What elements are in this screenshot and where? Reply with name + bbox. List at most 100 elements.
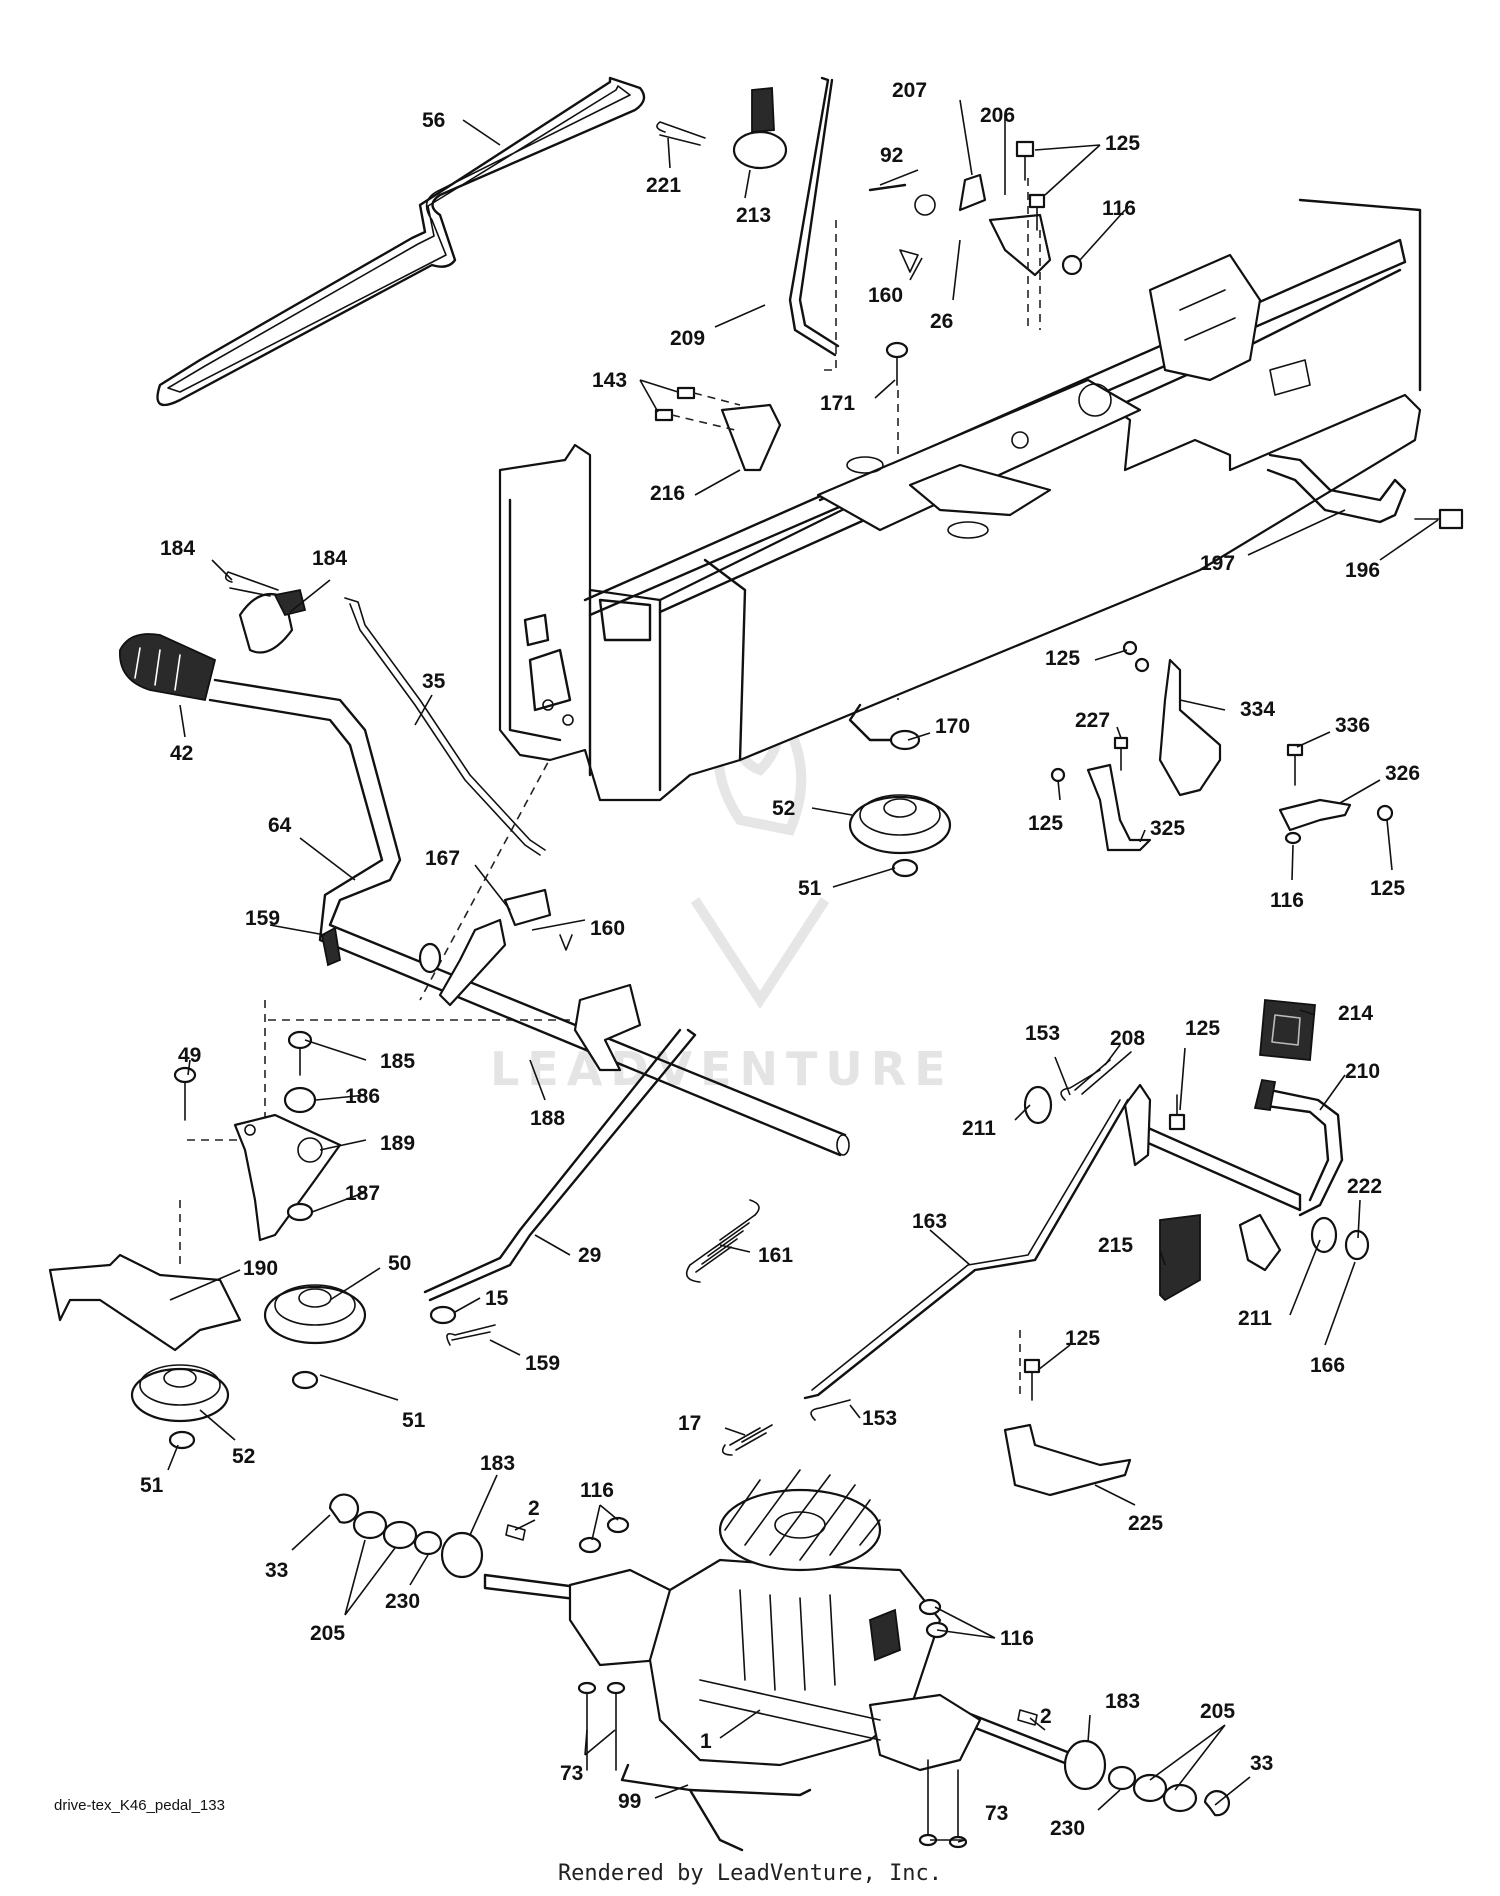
label-207: 207 <box>892 79 927 102</box>
hairpin-clip-221-left <box>224 571 279 597</box>
lift-rod-209 <box>788 76 840 357</box>
label-210: 210 <box>1345 1060 1380 1083</box>
label-170: 170 <box>935 715 970 738</box>
pedal-arm-210 <box>1253 1078 1344 1217</box>
label-167: 167 <box>425 847 460 870</box>
label-216: 216 <box>650 482 685 505</box>
label-166: 166 <box>1310 1354 1345 1377</box>
label-227: 227 <box>1075 709 1110 732</box>
label-116-top: 116 <box>1102 197 1136 220</box>
clutch-rod-163 <box>803 1098 1130 1400</box>
label-50: 50 <box>388 1252 411 1275</box>
label-125-lower: 125 <box>1065 1327 1100 1350</box>
pivot-bracket-189 <box>173 1030 342 1242</box>
knob-184 <box>238 588 307 654</box>
label-206: 206 <box>980 104 1015 127</box>
pedal-pad-214 <box>1259 999 1316 1061</box>
label-29: 29 <box>578 1244 601 1267</box>
part-labels: 56 221 213 207 92 206 125 116 160 26 209… <box>140 79 1420 1840</box>
bolt-125-pedal <box>1168 1094 1186 1131</box>
drive-belt <box>156 76 646 407</box>
label-153-lower: 153 <box>862 1407 897 1430</box>
label-35: 35 <box>422 670 446 693</box>
label-125-right: 125 <box>1045 647 1080 670</box>
label-73-left: 73 <box>560 1762 583 1785</box>
label-116-lower-right: 116 <box>1000 1627 1034 1650</box>
lever-parts-167 <box>328 888 642 1072</box>
label-159-lower: 159 <box>525 1352 560 1375</box>
label-221-top: 221 <box>646 174 681 197</box>
label-73-right: 73 <box>985 1802 1008 1825</box>
label-56: 56 <box>422 109 445 132</box>
label-125-mid: 125 <box>1028 812 1063 835</box>
label-205-left: 205 <box>310 1622 345 1645</box>
clip-153 <box>810 1069 1101 1421</box>
spring-161 <box>685 1199 760 1283</box>
bolt-196 <box>1414 508 1464 530</box>
label-116-lower-left: 116 <box>580 1479 614 1502</box>
idler-pulley-52-left <box>130 1364 230 1423</box>
label-125-far-right: 125 <box>1370 877 1405 900</box>
label-125-pedal: 125 <box>1185 1017 1220 1040</box>
label-26: 26 <box>930 310 953 333</box>
label-33-left: 33 <box>265 1559 288 1582</box>
axle-hardware-right <box>918 1709 1231 1849</box>
drawing-file-id: drive-tex_K46_pedal_133 <box>54 1797 225 1814</box>
label-230-right: 230 <box>1050 1817 1085 1840</box>
label-51-left-center: 51 <box>402 1409 426 1432</box>
label-153-top: 153 <box>1025 1022 1060 1045</box>
label-64: 64 <box>268 814 292 837</box>
label-213: 213 <box>736 204 771 227</box>
label-225: 225 <box>1128 1512 1163 1535</box>
bracket-326 <box>1278 743 1394 845</box>
label-52-left: 52 <box>232 1445 255 1468</box>
cotter-159 <box>320 926 341 967</box>
label-184: 184 <box>312 547 347 570</box>
bracket-325 <box>1050 736 1152 852</box>
label-205-right: 205 <box>1200 1700 1235 1723</box>
label-51-center: 51 <box>798 877 822 900</box>
bracket-334 <box>1122 640 1222 797</box>
spacer-170 <box>848 703 921 751</box>
label-163: 163 <box>912 1210 947 1233</box>
rod-197 <box>1266 453 1407 524</box>
label-189: 189 <box>380 1132 415 1155</box>
axle-hardware-left <box>328 1493 949 1771</box>
label-161: 161 <box>758 1244 793 1267</box>
label-42: 42 <box>170 742 193 765</box>
label-33-right: 33 <box>1250 1752 1273 1775</box>
label-51-left: 51 <box>140 1474 164 1497</box>
label-214: 214 <box>1338 1002 1373 1025</box>
label-183-right: 183 <box>1105 1690 1140 1713</box>
bracket-assembly-206-207 <box>868 173 1052 277</box>
label-183-left: 183 <box>480 1452 515 1475</box>
shield-190 <box>48 1253 242 1352</box>
bracket-216 <box>654 386 782 472</box>
label-99: 99 <box>618 1790 641 1813</box>
leader-lines <box>167 99 1439 1843</box>
label-190: 190 <box>243 1257 278 1280</box>
label-171: 171 <box>820 392 855 415</box>
leadventure-watermark: LEADVENTURE <box>490 696 946 1096</box>
label-336: 336 <box>1335 714 1370 737</box>
idler-pulley-50 <box>263 1284 367 1345</box>
spring-17 <box>721 1424 773 1456</box>
label-326: 326 <box>1385 762 1420 785</box>
brake-rod-29 <box>423 1028 697 1302</box>
label-186: 186 <box>345 1085 380 1108</box>
label-2-right: 2 <box>1040 1705 1052 1728</box>
render-credit: Rendered by LeadVenture, Inc. <box>557 1861 943 1886</box>
transaxle-assembly-1 <box>483 1469 1077 1772</box>
label-208: 208 <box>1110 1027 1145 1050</box>
label-160-top: 160 <box>868 284 903 307</box>
bracket-225 <box>1003 1358 1132 1497</box>
spring-208 <box>1074 1051 1132 1095</box>
label-49: 49 <box>178 1044 201 1067</box>
label-230-left: 230 <box>385 1590 420 1613</box>
label-1: 1 <box>700 1730 712 1753</box>
label-17: 17 <box>678 1412 701 1435</box>
label-52-center: 52 <box>772 797 795 820</box>
label-211-left: 211 <box>962 1117 996 1140</box>
knob-213 <box>732 87 788 170</box>
label-185: 185 <box>380 1050 415 1073</box>
